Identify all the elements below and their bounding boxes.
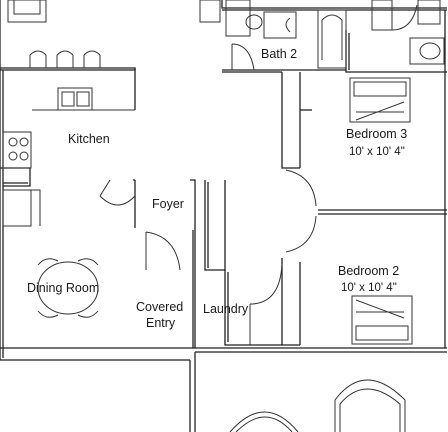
label-entry: Entry [146, 316, 176, 330]
label-laundry: Laundry [203, 302, 249, 316]
label-dining-room: Dining Room [27, 281, 99, 295]
label-bedroom3: Bedroom 3 [346, 127, 407, 141]
dining-table [37, 258, 99, 318]
room-labels: Bath 2 Kitchen Bedroom 3 10' x 10' 4" Fo… [27, 47, 407, 330]
bath-fixtures [7, 0, 445, 69]
living-furniture [229, 379, 406, 432]
label-covered: Covered [136, 300, 183, 314]
label-bath2: Bath 2 [261, 47, 297, 61]
label-kitchen: Kitchen [68, 132, 110, 146]
bedroom2-fixtures [351, 295, 413, 345]
label-bedroom3-dimensions: 10' x 10' 4" [349, 146, 405, 158]
kitchen-fixtures [2, 87, 135, 227]
doors [99, 43, 317, 345]
bedroom3-fixtures [349, 77, 411, 123]
label-bedroom2: Bedroom 2 [338, 264, 399, 278]
label-foyer: Foyer [152, 197, 184, 211]
label-bedroom2-dimensions: 10' x 10' 4" [341, 282, 397, 294]
